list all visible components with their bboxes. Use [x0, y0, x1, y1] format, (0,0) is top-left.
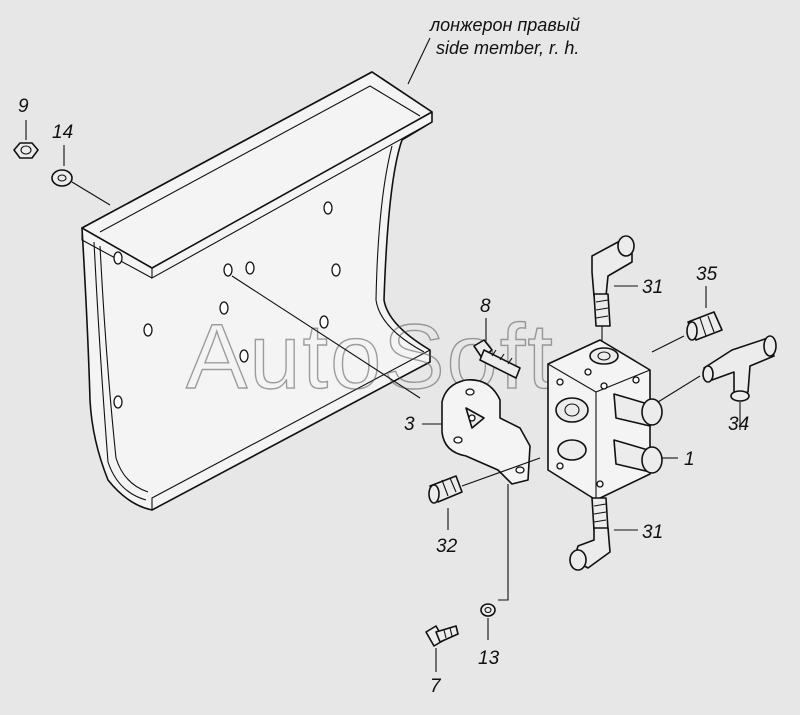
mount-hole [319, 315, 329, 329]
label-31-bottom: 31 [642, 522, 663, 543]
mount-hole [219, 301, 229, 315]
assembly-axis [231, 275, 421, 399]
washer-13 [480, 603, 496, 617]
elbow-fitting-31-top [591, 235, 635, 327]
tee-fitting-34 [702, 335, 777, 402]
mount-hole [239, 349, 249, 363]
mount-hole [143, 323, 153, 337]
label-13: 13 [478, 648, 500, 669]
label-8: 8 [480, 296, 491, 317]
valve-1 [547, 339, 663, 501]
mount-hole [113, 395, 123, 409]
label-1: 1 [684, 449, 695, 470]
mount-hole [245, 261, 255, 275]
leader-32-axis [461, 457, 541, 487]
label-9: 9 [18, 96, 29, 117]
washer-14 [51, 169, 73, 187]
bracket-3 [441, 379, 531, 485]
mount-hole [331, 263, 341, 277]
bolt-7 [425, 625, 459, 647]
leader-14-axis [71, 181, 111, 206]
label-14: 14 [52, 122, 73, 143]
bolt-8 [473, 339, 521, 379]
label-32: 32 [436, 536, 458, 557]
caption-ru: лонжерон правый [429, 15, 580, 35]
mount-hole [113, 251, 123, 265]
leader-35-axis [651, 335, 685, 353]
fitting-35 [686, 311, 723, 341]
label-35: 35 [696, 264, 718, 285]
mount-hole [223, 263, 233, 277]
elbow-fitting-31-bottom [569, 497, 611, 571]
label-31-top: 31 [642, 277, 663, 298]
fitting-32 [428, 475, 463, 504]
mount-hole [323, 201, 333, 215]
nut-9 [13, 142, 39, 159]
label-3: 3 [404, 414, 415, 435]
leader-34-axis [657, 375, 701, 403]
label-7: 7 [430, 676, 442, 697]
label-34: 34 [728, 414, 749, 435]
caption-en: side member, r. h. [436, 38, 579, 58]
leader-13-axis [498, 484, 509, 601]
caption-leader [407, 37, 431, 85]
side-member [81, 71, 433, 511]
